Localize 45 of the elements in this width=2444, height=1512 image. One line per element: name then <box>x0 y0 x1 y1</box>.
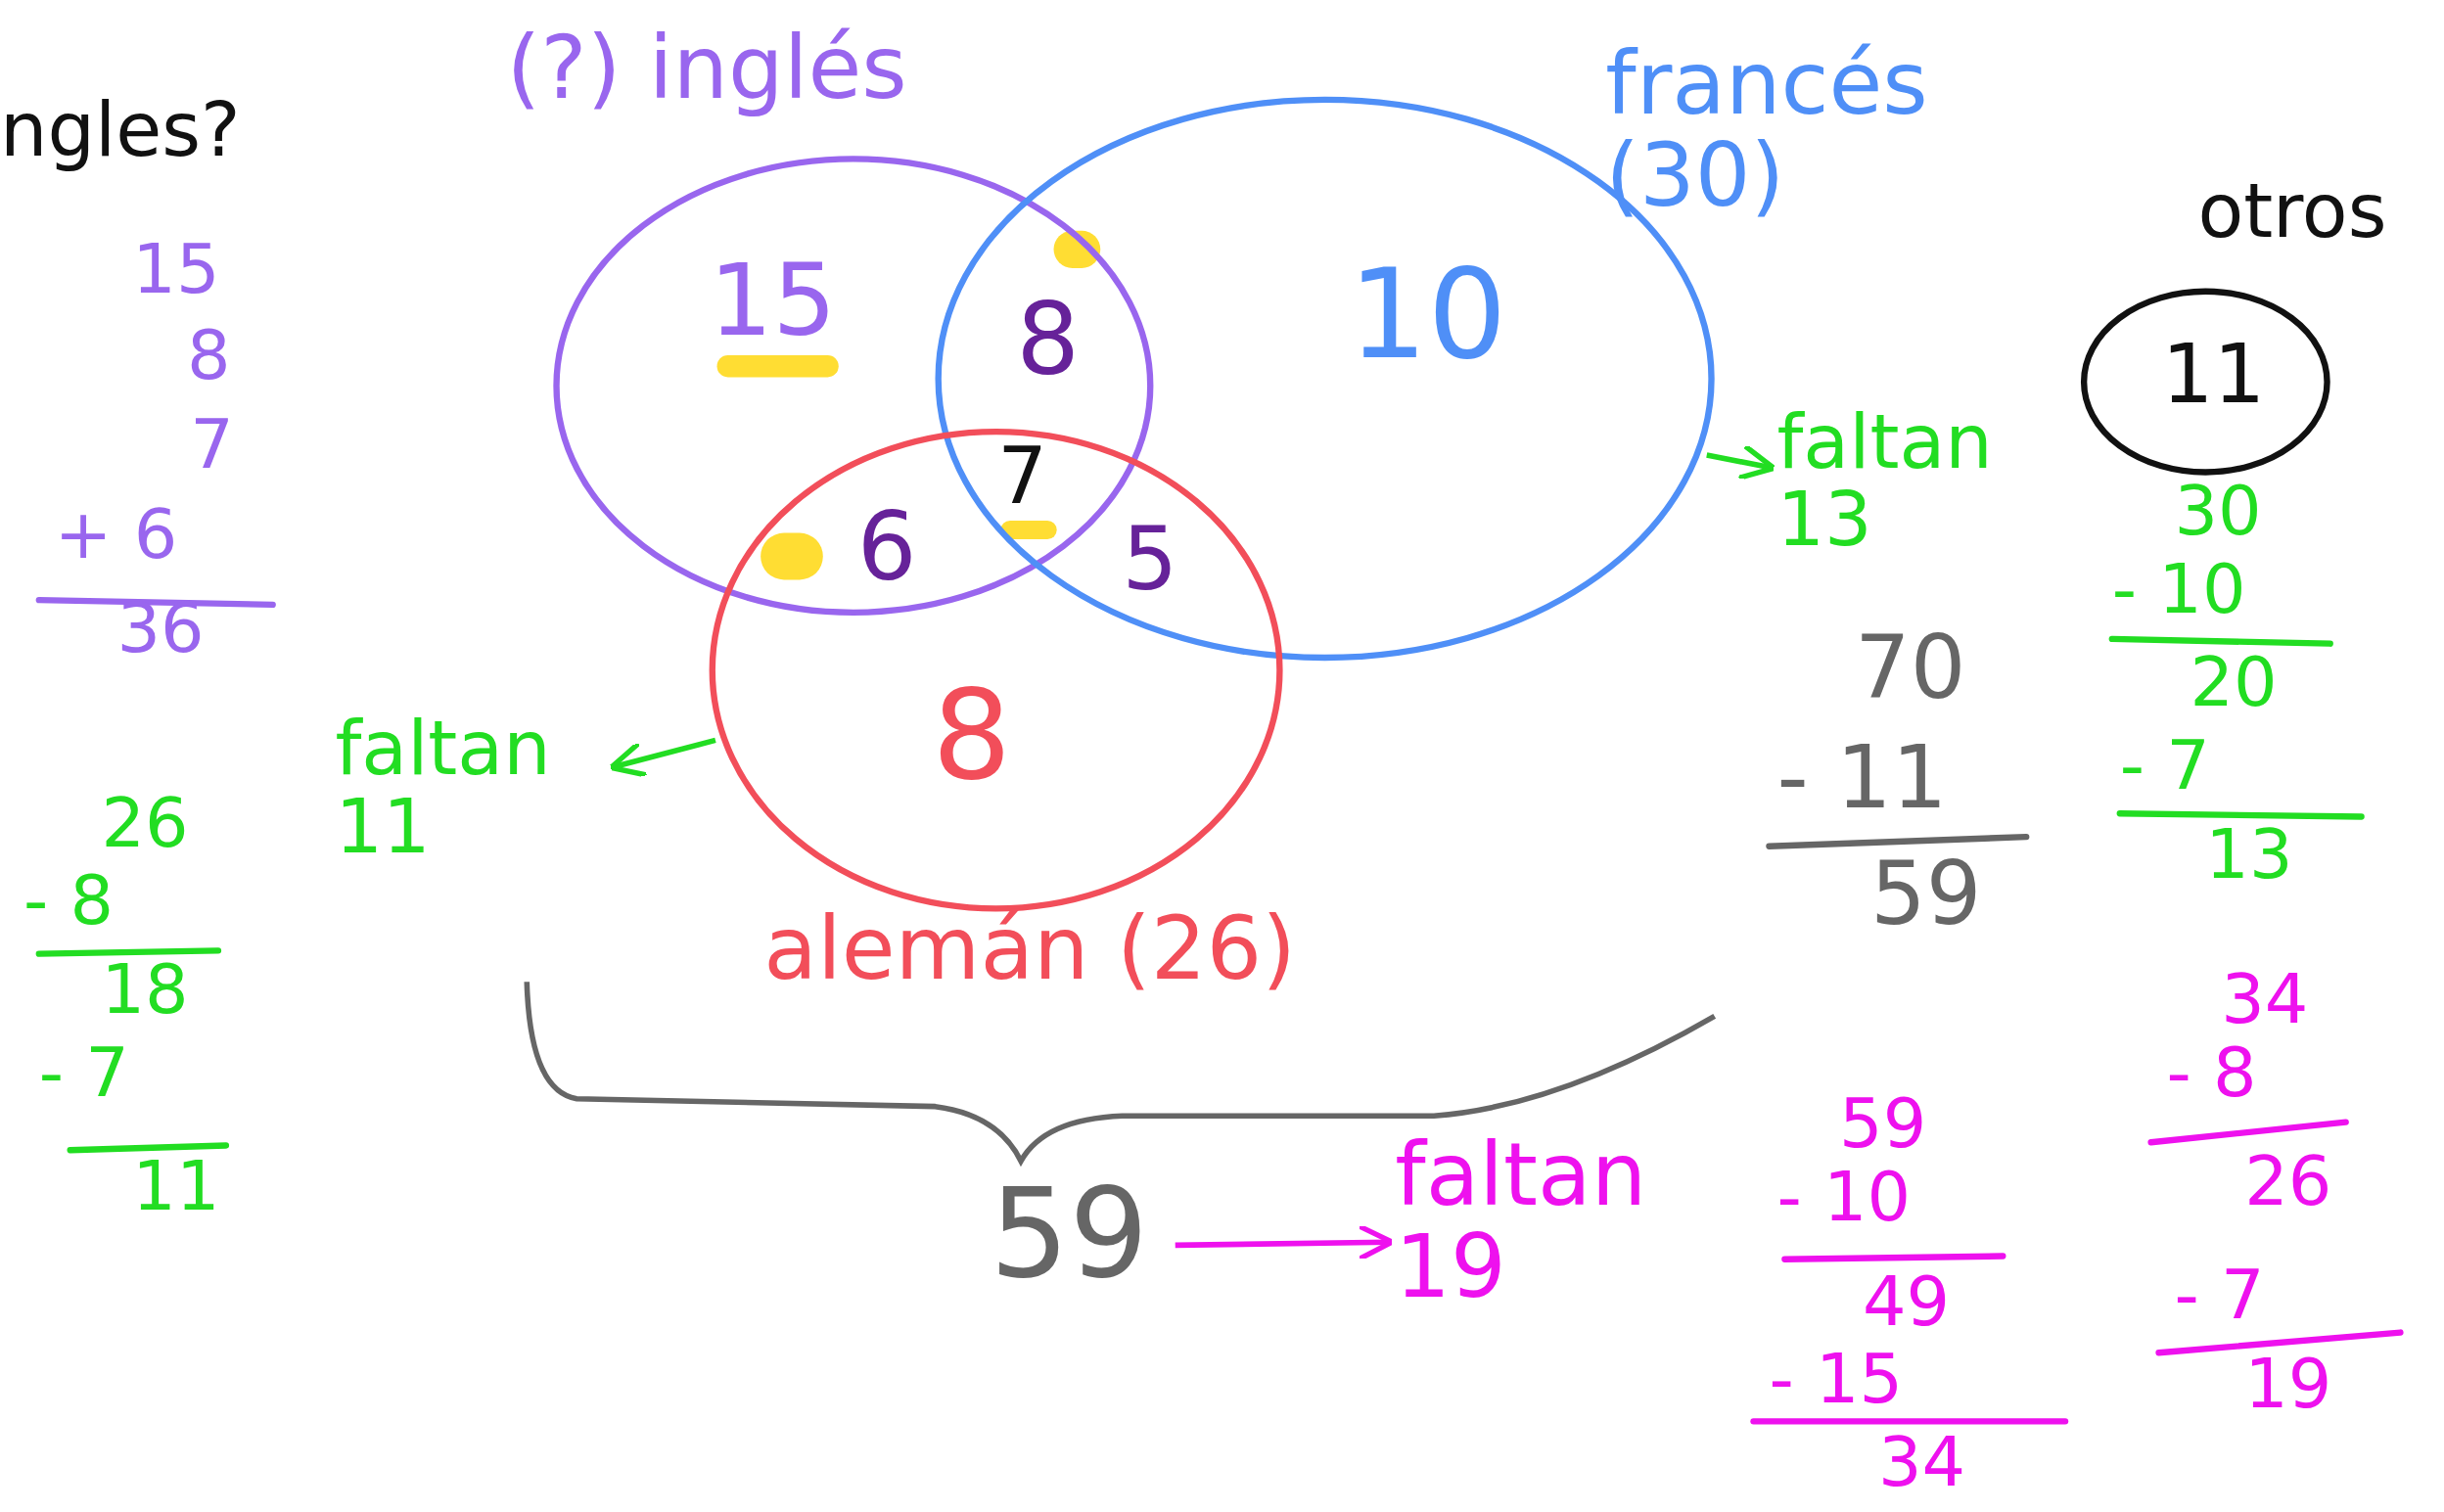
arrow <box>608 737 716 778</box>
number-text: - 7 <box>2119 729 2210 802</box>
note-text: faltan 11 <box>335 709 552 867</box>
number-text: 20 <box>2190 646 2278 719</box>
note-text: faltan 19 <box>1395 1129 1648 1313</box>
number-text: 34 <box>1877 1426 1966 1498</box>
number-text: - 10 <box>1776 1161 1912 1233</box>
number-text: - 8 <box>23 864 115 938</box>
note-text: 59 <box>990 1168 1149 1301</box>
number-text: 8 <box>932 669 1012 802</box>
number-text: 10 <box>1348 249 1507 381</box>
number-text: 8 <box>187 319 231 391</box>
number-text: 15 <box>132 233 220 306</box>
number-text: 7 <box>190 408 234 481</box>
count-number: 11 <box>2161 332 2266 418</box>
number-text: 59 <box>1869 848 1982 941</box>
number-text: 8 <box>1016 288 1081 393</box>
number-text: - 10 <box>2111 553 2246 625</box>
number-text: 11 <box>132 1150 220 1222</box>
number-text: 26 <box>2244 1145 2332 1217</box>
number-text: 13 <box>2205 818 2293 891</box>
number-text: 30 <box>2174 475 2262 548</box>
number-text: 15 <box>709 249 837 354</box>
number-text: 19 <box>2244 1348 2332 1421</box>
number-text: - 15 <box>1769 1343 1904 1416</box>
question-text: ngles? <box>0 90 241 169</box>
number-text: - 7 <box>38 1036 129 1109</box>
number-text: 5 <box>1122 514 1178 607</box>
number-text: - 7 <box>2174 1259 2265 1332</box>
number-text: + 6 <box>54 498 178 572</box>
set-label: francés (30) <box>1605 38 1929 223</box>
number-text: 49 <box>1863 1265 1951 1338</box>
set-label: otros <box>2197 171 2387 251</box>
set-label: alemán (26) <box>763 903 1297 996</box>
number-text: - 8 <box>2166 1036 2257 1109</box>
number-text: 70 <box>1855 623 1966 715</box>
number-text: 18 <box>101 953 189 1027</box>
number-text: - 11 <box>1776 732 1948 825</box>
note-text: faltan 13 <box>1776 401 1994 560</box>
number-text: 7 <box>997 435 1047 519</box>
number-text: 34 <box>2221 963 2309 1035</box>
set-label: (?) inglés <box>506 23 907 115</box>
number-text: 26 <box>101 787 189 859</box>
number-text: 6 <box>856 498 917 597</box>
number-text: 59 <box>1839 1087 1927 1161</box>
